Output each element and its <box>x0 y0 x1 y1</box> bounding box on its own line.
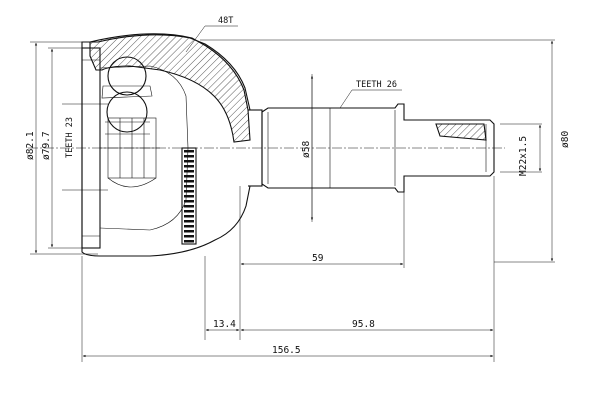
abs-ring-tooth <box>184 150 194 153</box>
abs-ring-tooth <box>184 225 194 228</box>
label-d79-7: ø79.7 <box>41 131 52 160</box>
label-d82-1: ø82.1 <box>25 131 36 160</box>
abs-ring-tooth <box>184 175 194 178</box>
extension-lines <box>30 39 555 362</box>
abs-ring <box>181 147 197 245</box>
abs-ring-tooth <box>184 185 194 188</box>
abs-ring-tooth <box>184 195 194 198</box>
abs-ring-tooth <box>184 170 194 173</box>
outer-housing <box>81 33 263 257</box>
abs-ring-tooth <box>184 155 194 158</box>
label-d80: ø80 <box>560 131 571 148</box>
abs-ring-tooth <box>184 190 194 193</box>
abs-ring-tooth <box>184 165 194 168</box>
abs-ring-tooth <box>184 220 194 223</box>
label-len-95-8: 95.8 <box>352 319 375 330</box>
stub-shaft <box>261 103 495 193</box>
abs-ring-tooth <box>184 210 194 213</box>
label-d58: ø58 <box>301 141 312 158</box>
abs-ring-tooth <box>184 200 194 203</box>
abs-ring-tooth <box>184 205 194 208</box>
leader-lines <box>185 25 402 109</box>
thread-hatch <box>435 123 487 141</box>
abs-ring-tooth <box>184 160 194 163</box>
label-thread: M22x1.5 <box>518 136 529 176</box>
dimension-lines <box>34 40 554 358</box>
abs-ring-tooth <box>184 240 194 243</box>
housing-section-hatch <box>89 33 251 143</box>
abs-ring-tooth <box>184 235 194 238</box>
abs-ring-tooth <box>184 180 194 183</box>
label-len-59: 59 <box>312 253 324 264</box>
abs-ring-tooth <box>184 230 194 233</box>
label-teeth-23: TEETH 23 <box>65 117 75 158</box>
label-teeth-26: TEETH 26 <box>356 80 397 90</box>
label-48t: 48T <box>218 16 233 26</box>
abs-ring-tooth <box>184 215 194 218</box>
label-len-13-4: 13.4 <box>213 319 236 330</box>
label-len-156-5: 156.5 <box>272 345 301 356</box>
ball-cage <box>100 56 160 188</box>
